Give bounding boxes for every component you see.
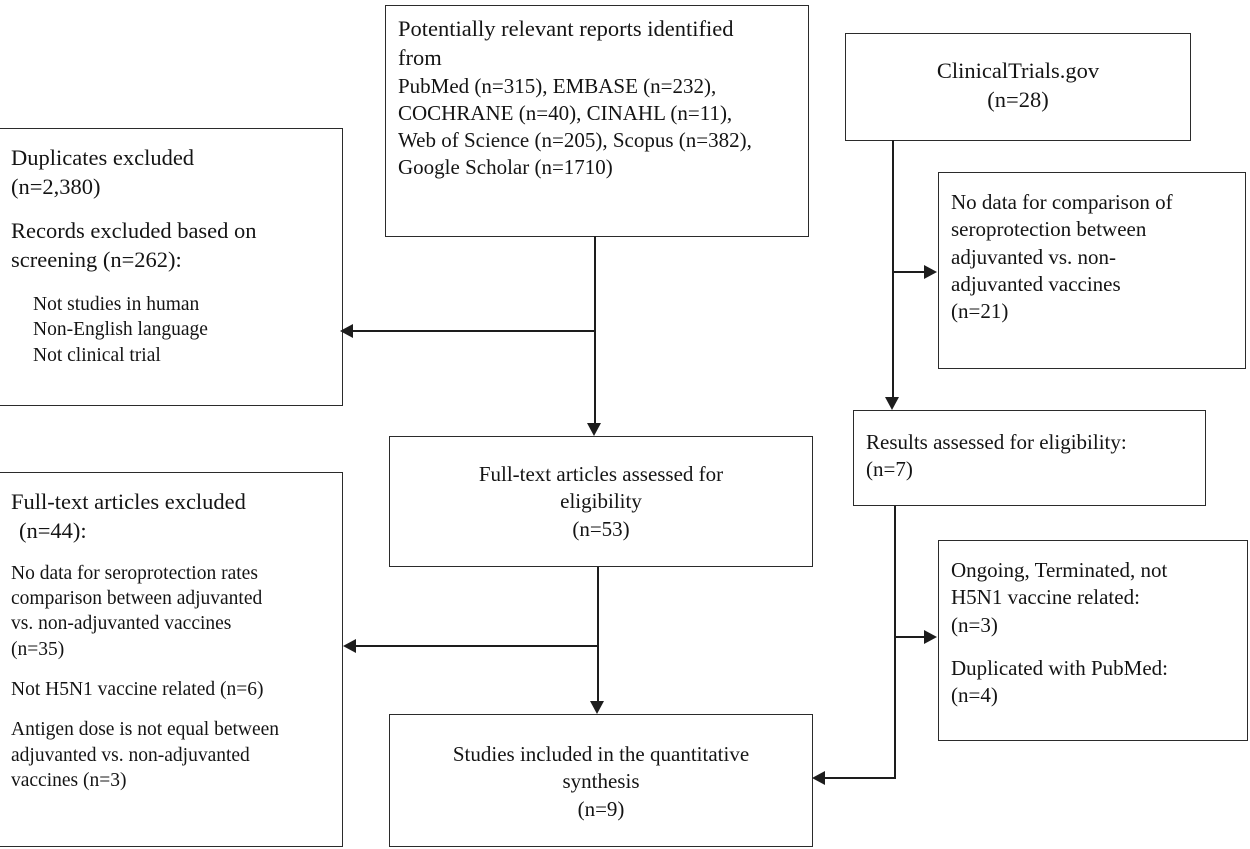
connector-fulltext-to-excluded-line bbox=[355, 645, 598, 647]
box-fulltext-assessed: Full-text articles assessed for eligibil… bbox=[389, 436, 813, 567]
nodata-line-3: adjuvanted vs. non- bbox=[951, 244, 1117, 269]
duplicates-line-3: Records excluded based on bbox=[11, 217, 257, 243]
fulltext-line-2: eligibility bbox=[560, 489, 642, 514]
duplicates-line-4: screening (n=262): bbox=[11, 246, 182, 272]
duplicates-item-2: Non-English language bbox=[33, 319, 208, 341]
identified-line-6: Google Scholar (n=1710) bbox=[398, 155, 613, 180]
box-ongoing-terminated: Ongoing, Terminated, not H5N1 vaccine re… bbox=[938, 540, 1248, 741]
connector-results-to-included-line bbox=[824, 777, 896, 779]
nodata-line-5: (n=21) bbox=[951, 299, 1009, 324]
box-clinicaltrials-gov: ClinicalTrials.gov (n=28) bbox=[845, 33, 1191, 141]
excluded-line-7: Not H5N1 vaccine related (n=6) bbox=[11, 678, 264, 700]
excluded-line-8: Antigen dose is not equal between bbox=[11, 719, 280, 741]
excluded-line-10: vaccines (n=3) bbox=[11, 769, 127, 791]
arrow-results-to-included bbox=[812, 771, 825, 785]
identified-line-5: Web of Science (n=205), Scopus (n=382), bbox=[398, 128, 752, 153]
connector-fulltext-to-included-line bbox=[597, 567, 599, 702]
connector-identified-to-duplicates-line bbox=[352, 330, 595, 332]
excluded-line-2: (n=44): bbox=[19, 518, 87, 544]
nodata-line-4: adjuvanted vaccines bbox=[951, 271, 1121, 296]
fulltext-line-1: Full-text articles assessed for bbox=[478, 462, 724, 486]
connector-identified-to-fulltext-line bbox=[594, 236, 596, 424]
excluded-line-9: adjuvanted vs. non-adjuvanted bbox=[11, 744, 250, 766]
nodata-line-2: seroprotection between bbox=[951, 217, 1147, 242]
excluded-line-5: vs. non-adjuvanted vaccines bbox=[11, 613, 232, 635]
ctgov-line-1: ClinicalTrials.gov bbox=[936, 58, 1100, 83]
connector-ctgov-to-nodata-line bbox=[893, 271, 926, 273]
fulltext-line-3: (n=53) bbox=[572, 516, 630, 541]
duplicates-line-2: (n=2,380) bbox=[11, 174, 101, 200]
ongoing-line-4: Duplicated with PubMed: bbox=[951, 655, 1168, 680]
excluded-line-1: Full-text articles excluded bbox=[11, 489, 246, 514]
identified-line-3: PubMed (n=315), EMBASE (n=232), bbox=[398, 73, 717, 98]
box-studies-included: Studies included in the quantitative syn… bbox=[389, 714, 813, 847]
box-duplicates-excluded: Duplicates excluded (n=2,380) Records ex… bbox=[0, 128, 343, 406]
included-line-3: (n=9) bbox=[577, 796, 625, 821]
identified-line-2: from bbox=[398, 45, 442, 71]
nodata-line-1: No data for comparison of bbox=[951, 190, 1173, 214]
connector-results-to-ongoing-line bbox=[895, 636, 926, 638]
arrow-ctgov-to-nodata bbox=[924, 265, 937, 279]
ongoing-line-2: H5N1 vaccine related: bbox=[951, 585, 1140, 610]
included-line-1: Studies included in the quantitative bbox=[452, 742, 750, 766]
ongoing-line-3: (n=3) bbox=[951, 612, 998, 637]
connector-results-down-line bbox=[894, 506, 896, 778]
identified-line-4: COCHRANE (n=40), CINAHL (n=11), bbox=[398, 100, 733, 125]
connector-ctgov-to-results-line bbox=[892, 140, 894, 398]
identified-line-1: Potentially relevant reports identified bbox=[398, 16, 734, 41]
arrow-fulltext-to-excluded bbox=[343, 639, 356, 653]
excluded-line-3: No data for seroprotection rates bbox=[11, 562, 258, 584]
arrow-fulltext-to-included bbox=[590, 701, 604, 714]
excluded-line-4: comparison between adjuvanted bbox=[11, 587, 263, 609]
ctgov-line-2: (n=28) bbox=[987, 87, 1049, 113]
duplicates-item-3: Not clinical trial bbox=[33, 344, 161, 366]
ongoing-line-5: (n=4) bbox=[951, 683, 998, 708]
box-no-data-comparison: No data for comparison of seroprotection… bbox=[938, 172, 1246, 369]
ongoing-line-1: Ongoing, Terminated, not bbox=[951, 558, 1168, 582]
results-line-2: (n=7) bbox=[866, 457, 913, 482]
included-line-2: synthesis bbox=[562, 769, 640, 794]
excluded-line-6: (n=35) bbox=[11, 638, 65, 660]
results-line-1: Results assessed for eligibility: bbox=[866, 430, 1127, 454]
box-reports-identified: Potentially relevant reports identified … bbox=[385, 5, 809, 237]
box-results-assessed: Results assessed for eligibility: (n=7) bbox=[853, 410, 1206, 506]
box-fulltext-excluded: Full-text articles excluded (n=44): No d… bbox=[0, 472, 343, 847]
arrow-results-to-ongoing bbox=[924, 630, 937, 644]
duplicates-line-1: Duplicates excluded bbox=[11, 145, 195, 170]
duplicates-item-1: Not studies in human bbox=[33, 294, 200, 315]
arrow-identified-to-fulltext bbox=[587, 423, 601, 436]
arrow-identified-to-duplicates bbox=[340, 324, 353, 338]
arrow-ctgov-to-results bbox=[885, 397, 899, 410]
